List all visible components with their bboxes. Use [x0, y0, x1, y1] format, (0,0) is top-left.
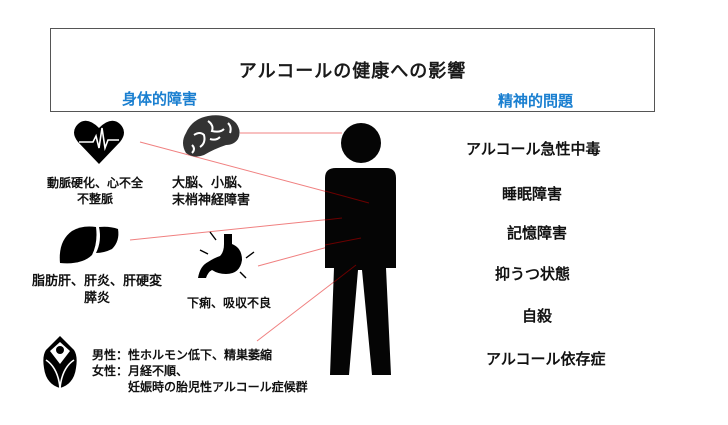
heart-label: 動脈硬化、心不全 不整脈	[40, 176, 150, 207]
liver-label-line2: 膵炎	[83, 290, 110, 306]
liver-icon	[59, 226, 119, 264]
reproductive-male-line: 男性：性ホルモン低下、精巣萎縮	[92, 348, 273, 362]
stomach-label: 下痢、吸収不良	[187, 296, 272, 310]
brain-label: 大脳、小脳、 末梢神経障害	[172, 176, 250, 210]
liver-connector	[129, 217, 343, 241]
mental-item: 睡眠障害	[502, 185, 563, 203]
reproductive-female-line2: 妊娠時の胎児性アルコール症候群	[128, 380, 308, 394]
heart-label-line2: 不整脈	[76, 191, 113, 206]
title-box: アルコールの健康への影響	[50, 28, 655, 112]
liver-label: 脂肪肝、肝炎、肝硬変 膵炎	[22, 274, 172, 308]
mental-item: アルコール依存症	[486, 350, 606, 368]
mental-item: 自殺	[522, 307, 553, 325]
brain-icon	[183, 115, 240, 157]
reproductive-label: 男性：性ホルモン低下、精巣萎縮 女性：月経不順、 妊娠時の胎児性アルコール症候群	[92, 347, 308, 395]
brain-label-line1: 大脳、小脳、	[172, 176, 251, 191]
mental-item: 記憶障害	[507, 224, 568, 242]
mental-item: 抑うつ状態	[495, 265, 571, 283]
heart-label-line1: 動脈硬化、心不全	[46, 176, 143, 190]
person-figure-icon	[325, 123, 396, 375]
reproductive-icon	[43, 336, 77, 389]
heart-pulse-icon	[74, 120, 124, 164]
liver-label-line1: 脂肪肝、肝炎、肝硬変	[31, 274, 162, 289]
page-title: アルコールの健康への影響	[238, 61, 467, 82]
mental-heading: 精神的問題	[498, 92, 574, 110]
physical-heading: 身体的障害	[122, 90, 198, 108]
mental-item: アルコール急性中毒	[466, 140, 601, 158]
reproductive-female-line: 女性：月経不順、	[92, 364, 189, 378]
brain-label-line2: 末梢神経障害	[172, 192, 251, 208]
stomach-icon	[198, 231, 255, 279]
